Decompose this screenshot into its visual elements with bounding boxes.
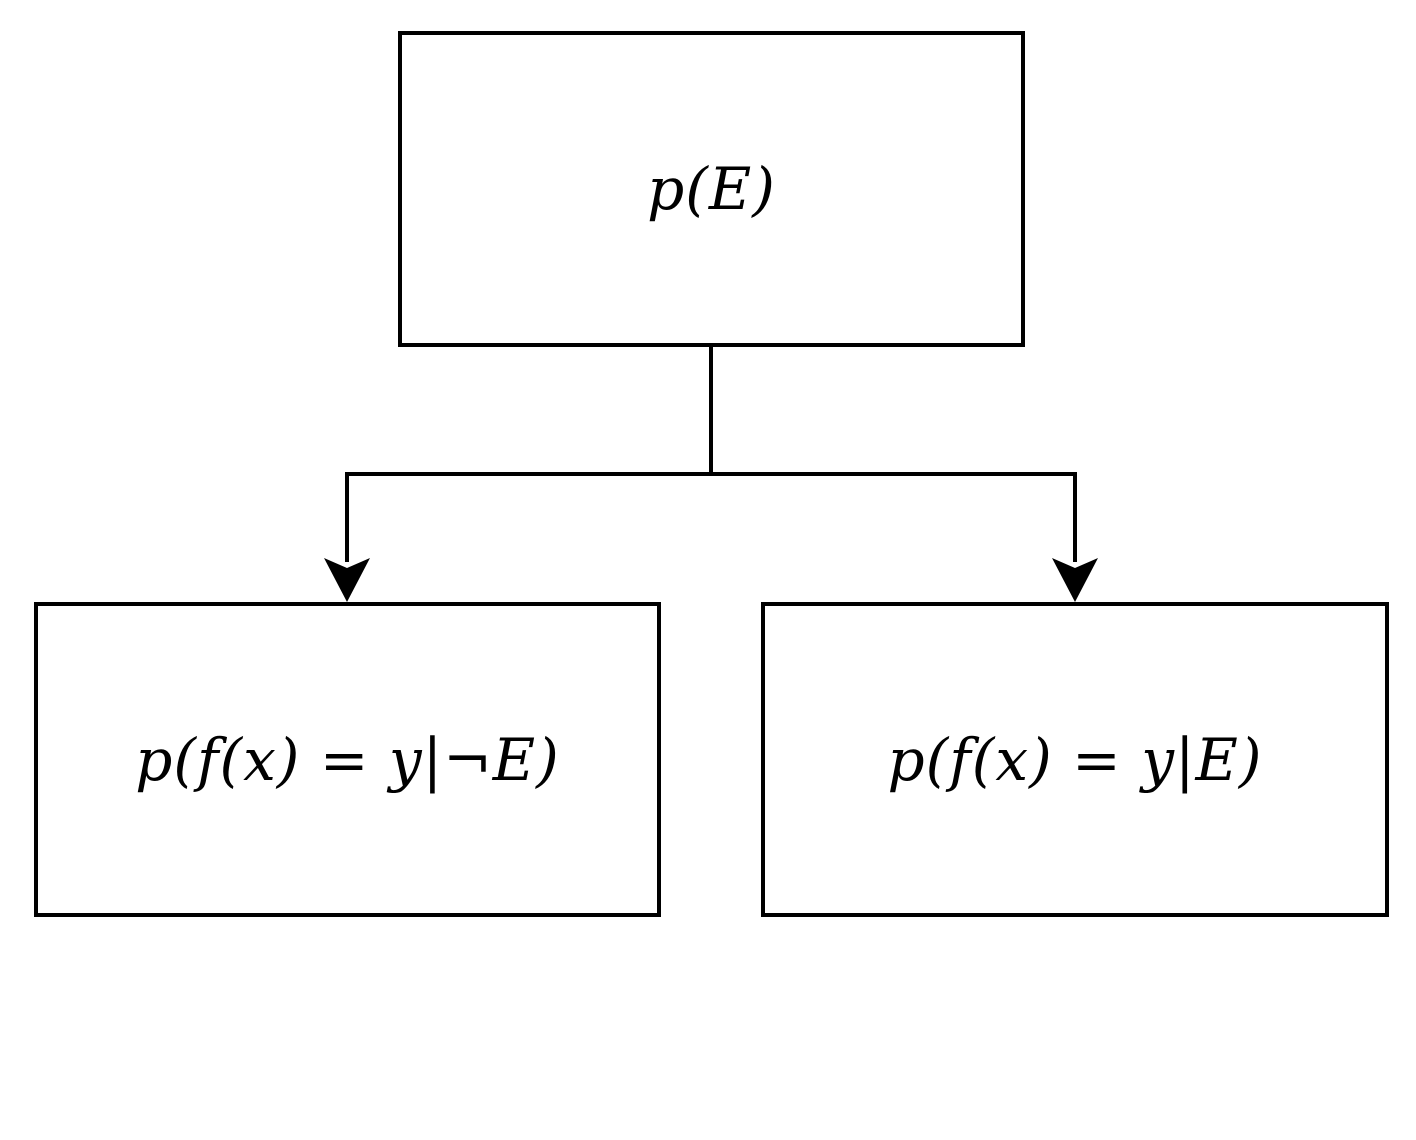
arrowhead-right xyxy=(1052,558,1098,602)
node-left-label: p(f(x) = y|¬E) xyxy=(135,725,560,794)
node-right-label: p(f(x) = y|E) xyxy=(887,725,1263,794)
connector-to-left xyxy=(345,472,711,562)
arrowhead-left xyxy=(324,558,370,602)
node-right-box: p(f(x) = y|E) xyxy=(761,602,1389,917)
node-root-box: p(E) xyxy=(398,31,1025,347)
node-left-box: p(f(x) = y|¬E) xyxy=(34,602,661,917)
connector-to-right xyxy=(711,472,1077,562)
node-root-label: p(E) xyxy=(647,155,776,223)
